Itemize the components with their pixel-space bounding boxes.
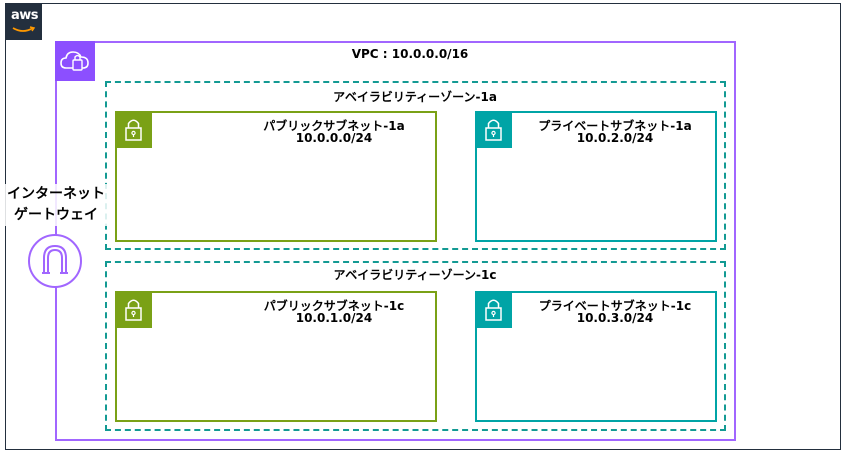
lock-icon <box>475 291 512 328</box>
lock-icon <box>115 111 152 148</box>
aws-cloud-group <box>5 3 841 450</box>
availability-zone-1c <box>105 261 726 431</box>
public-subnet-1c <box>115 291 437 422</box>
lock-icon <box>475 111 512 148</box>
internet-gateway-label-line2: ゲートウェイ <box>14 207 98 223</box>
vpc-title: VPC : 10.0.0.0/16 <box>351 47 469 61</box>
internet-gateway-label-line1: インターネット <box>7 186 105 202</box>
az-title-1a: アベイラビリティーゾーン-1a <box>333 90 497 104</box>
subnet-name-private-1c: プライベートサブネット-1c <box>538 299 692 313</box>
aws-logo-icon: aws <box>5 3 42 40</box>
internet-gateway-icon <box>27 233 83 289</box>
private-subnet-1c <box>475 291 717 422</box>
subnet-name-public-1a: パブリックサブネット-1a <box>263 119 405 133</box>
internet-gateway-label: インターネット ゲートウェイ <box>0 184 112 226</box>
az-title-1c: アベイラビリティーゾーン-1c <box>333 268 497 282</box>
subnet-name-public-1c: パブリックサブネット-1c <box>263 299 405 313</box>
lock-icon <box>115 291 152 328</box>
aws-logo-text: aws <box>11 8 39 23</box>
subnet-cidr-public-1a: 10.0.0.0/24 <box>295 131 373 145</box>
vpc-cloud-icon <box>55 41 95 81</box>
subnet-name-private-1a: プライベートサブネット-1a <box>538 119 692 133</box>
private-subnet-1a <box>475 111 717 242</box>
aws-smile-icon <box>12 26 36 32</box>
subnet-cidr-public-1c: 10.0.1.0/24 <box>295 311 373 325</box>
subnet-cidr-private-1a: 10.0.2.0/24 <box>576 131 654 145</box>
availability-zone-1a <box>105 81 726 250</box>
public-subnet-1a <box>115 111 437 242</box>
subnet-cidr-private-1c: 10.0.3.0/24 <box>576 311 654 325</box>
